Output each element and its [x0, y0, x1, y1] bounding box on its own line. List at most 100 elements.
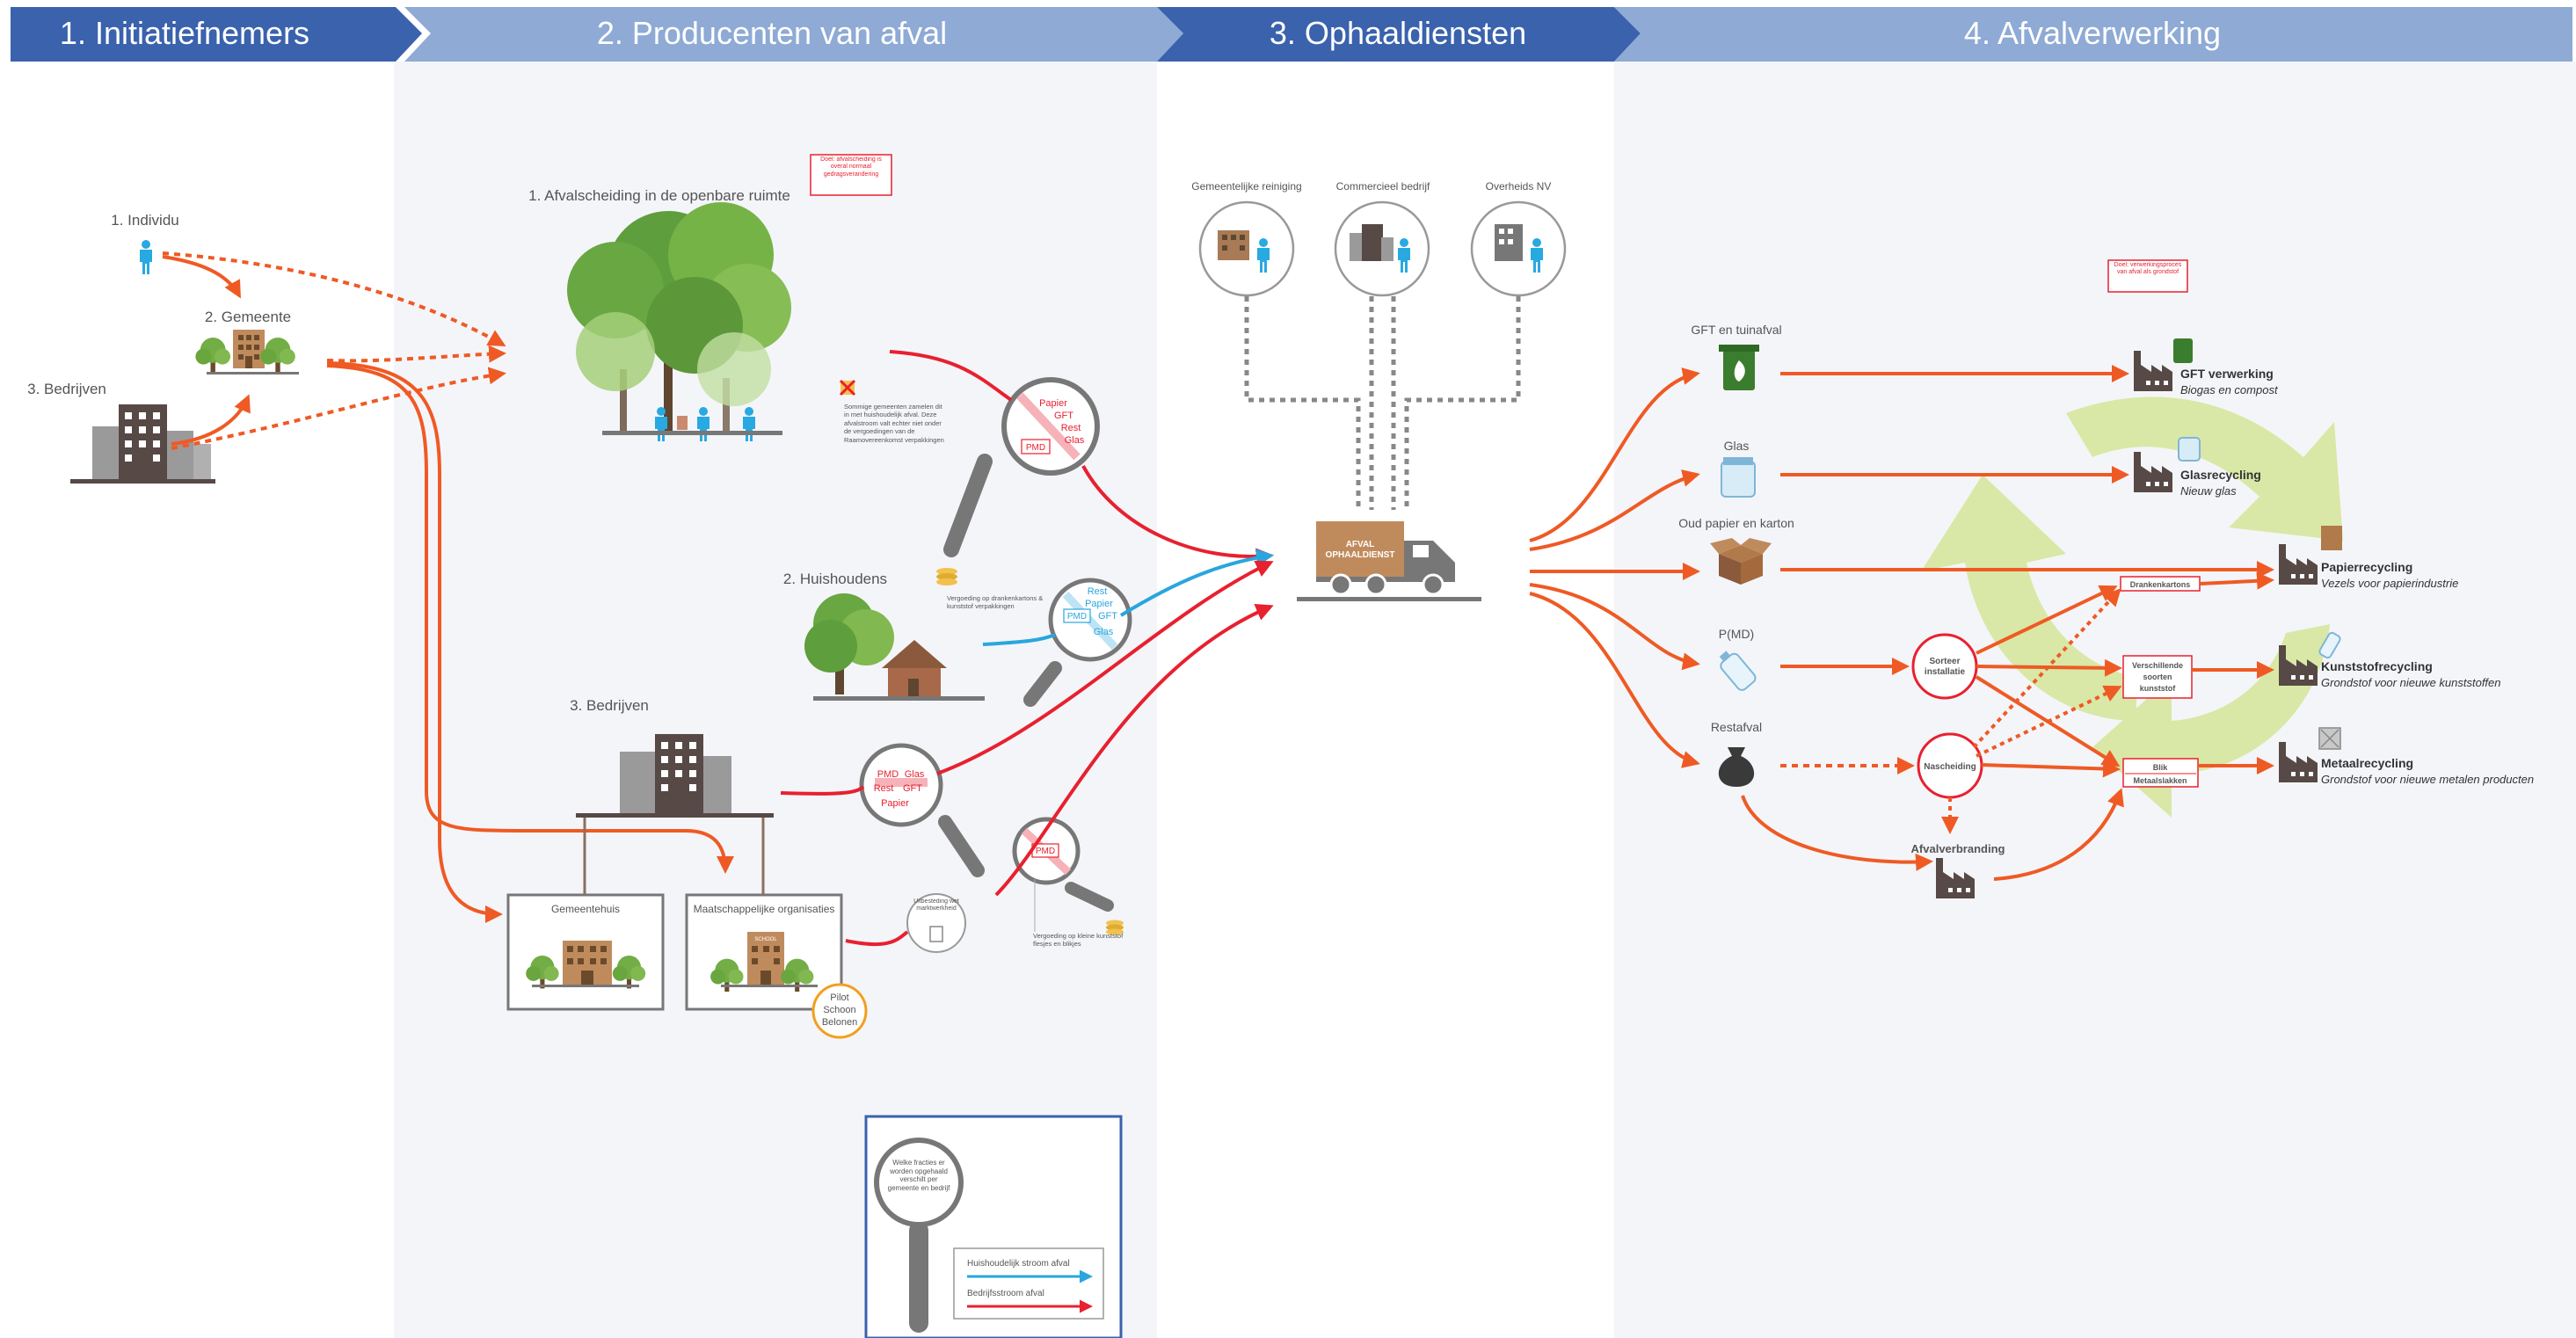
tin-label: Blik [2153, 763, 2169, 772]
pilot-line-3: Belonen [822, 1017, 857, 1028]
plastics-box [2122, 655, 2193, 699]
bottle-icon [1719, 651, 1757, 691]
initiator-companies-label: 3. Bedrijven [27, 381, 106, 397]
social-orgs-label: Maatschappelijke organisaties [694, 903, 835, 915]
output-glass: Glasrecycling Nieuw glas [2134, 437, 2261, 498]
collector-government-icon [1470, 200, 1567, 297]
output-glass-title: Glasrecycling [2180, 468, 2261, 482]
public-space-group: 1. Afvalscheiding in de openbare ruimte … [528, 154, 1100, 557]
households-label: 2. Huishoudens [783, 571, 887, 587]
output-gft-subtitle: Biogas en compost [2180, 383, 2279, 396]
bin-icon [1719, 345, 1759, 390]
output-plastics-title: Kunststofrecycling [2321, 659, 2433, 673]
lens-public-item-4: Glas [1065, 435, 1085, 446]
collector-municipal-icon [1198, 200, 1295, 297]
lens-public-item-1: Papier [1039, 398, 1067, 409]
output-metals-subtitle: Grondstof voor nieuwe metalen producten [2321, 773, 2534, 786]
stream-paper-label: Oud papier en karton [1678, 516, 1794, 530]
collector-2-label: Commercieel bedrijf [1336, 180, 1430, 193]
pilot-line-2: Schoon [823, 1005, 855, 1015]
stream-gft-label: GFT en tuinafval [1691, 323, 1781, 337]
producer-to-collector-arrows [780, 350, 1274, 947]
no-waste-bin-icon [839, 379, 856, 396]
house-icon [804, 593, 985, 701]
output-metals: Metaalrecycling Grondstof voor nieuwe me… [2279, 727, 2534, 786]
waste-streams: GFT en tuinafval Glas Oud papier en kart… [1678, 323, 1794, 787]
output-metals-title: Metaalrecycling [2321, 756, 2413, 770]
recycling-outputs: GFT verwerking Biogas en compost Glasrec… [2134, 338, 2534, 786]
output-paper-title: Papierrecycling [2321, 560, 2412, 574]
public-space-note: Sommige gemeenten zamelen dit in met hui… [844, 403, 944, 444]
school-sign: SCHOOL [754, 937, 777, 942]
output-paper: Papierrecycling Vezels voor papierindust… [2279, 526, 2458, 590]
truck-label-1: AFVAL [1346, 540, 1375, 549]
carton-box-icon [1710, 538, 1772, 585]
incineration-label: Afvalverbranding [1911, 842, 2005, 855]
lens-company-item-4: GFT [903, 783, 922, 794]
metals-box [2122, 758, 2199, 788]
plastics-box-line-3: kunststof [2140, 684, 2177, 693]
magnifier-companies: PMD Glas Rest GFT Papier [859, 743, 985, 877]
cartons-box-label: Drankenkartons [2130, 580, 2191, 589]
collection-truck-icon: AFVAL OPHAALDIENST [1297, 521, 1481, 601]
municipality-icon [195, 330, 299, 374]
output-gft-title: GFT verwerking [2180, 367, 2274, 381]
companies-producers-label: 3. Bedrijven [570, 697, 649, 714]
goal-note-text: Doel: afvalscheiding is overal normaal g… [820, 156, 882, 178]
collector-commercial-icon [1334, 200, 1430, 297]
magnifier-households: Rest Papier GFT Glas PMD [1023, 578, 1132, 707]
lens-household-item-3: GFT [1098, 611, 1117, 622]
lens-small-boxed: PMD [1036, 847, 1055, 856]
legend-household-label: Huishoudelijk stroom afval [967, 1259, 1070, 1269]
school-icon: SCHOOL [710, 932, 818, 992]
output-gft: GFT verwerking Biogas en compost [2134, 338, 2279, 396]
document-icon [929, 926, 943, 942]
stream-pmd-label: P(MD) [1719, 627, 1754, 641]
sorting-plant-line-2: installatie [1925, 667, 1966, 677]
initiator-arrows [162, 251, 734, 923]
person-icon [140, 240, 152, 274]
collector-3-label: Overheids NV [1486, 180, 1552, 193]
sorting-plant-node [1911, 633, 1978, 700]
pilot-badge: Pilot Schoon Belonen [811, 983, 868, 1039]
collector-1-label: Gemeentelijke reiniging [1191, 180, 1301, 193]
companies-shelf [576, 813, 774, 818]
magnifier-small-items: PMD [1012, 817, 1114, 912]
compost-bin-icon [2173, 338, 2193, 363]
sorting-nodes: Sorteer installatie Nascheiding Afvalver… [1911, 576, 2201, 898]
header-step-2-label: 2. Producenten van afval [597, 15, 947, 51]
header-step-1-label: 1. Initiatiefnemers [60, 15, 309, 51]
coins-icon [936, 568, 957, 585]
lens-company-item-1: PMD [877, 769, 899, 780]
pilot-line-1: Pilot [830, 993, 848, 1003]
lens-company-item-3: Rest [874, 783, 894, 794]
bottle-small-icon [2318, 631, 2341, 659]
initiator-municipality-label: 2. Gemeente [205, 309, 291, 325]
coins-icon-small [1106, 920, 1124, 935]
initiator-individual-label: 1. Individu [111, 212, 179, 229]
plastics-box-line-1: Verschillende [2132, 661, 2183, 670]
public-space-label: 1. Afvalscheiding in de openbare ruimte [528, 187, 790, 204]
header-step-2 [404, 7, 1183, 62]
processing-goal-text: Doel: verwerkingsproces van afval als gr… [2114, 262, 2182, 276]
header-step-1 [11, 7, 422, 62]
lens-public-item-2: GFT [1054, 411, 1073, 421]
processing-goal-note: Doel: verwerkingsproces van afval als gr… [2107, 259, 2188, 293]
companies-producers-group: 3. Bedrijven Gemeentehuis [506, 697, 1124, 1039]
goal-note-box [810, 154, 892, 196]
output-glass-subtitle: Nieuw glas [2180, 484, 2237, 498]
collection-column: Gemeentelijke reiniging Commercieel bedr… [1191, 180, 1567, 601]
households-note: Vergoeding op drankenkartons & kunststof… [947, 594, 1044, 611]
plastics-box-line-2: soorten [2143, 673, 2172, 681]
sorting-plant-line-1: Sorteer [1929, 657, 1960, 666]
output-plastics-subtitle: Grondstof voor nieuwe kunststoffen [2321, 676, 2501, 689]
stream-rest-label: Restafval [1711, 720, 1762, 734]
stream-glass-label: Glas [1724, 439, 1750, 453]
lens-company-item-2: Glas [905, 769, 925, 780]
companies-skyline-icon [70, 404, 215, 484]
paper-stack-icon [2321, 526, 2342, 550]
metals-slag-label: Metaalslakken [2133, 776, 2187, 785]
lens-public-item-3: Rest [1061, 423, 1081, 433]
magnifier-public-space: Papier GFT Rest Glas PMD [943, 377, 1100, 557]
office-buildings-icon [620, 734, 731, 813]
